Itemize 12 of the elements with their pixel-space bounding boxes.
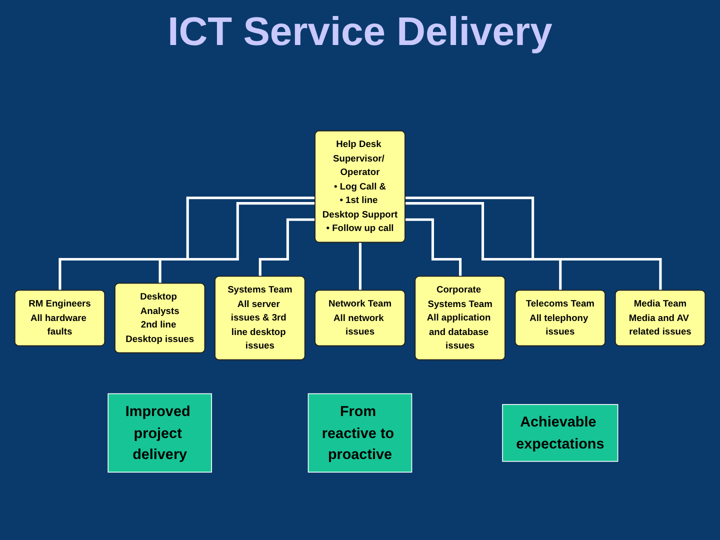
connector (405, 202, 562, 292)
connector (358, 240, 362, 292)
node-box (502, 404, 618, 462)
slide-title: ICT Service Delivery (166, 10, 554, 55)
connector (258, 218, 316, 278)
connector (158, 202, 316, 284)
connector (405, 218, 462, 278)
node-box (308, 392, 412, 472)
org-chart: Help Desk Supervisor/ Operator • Log Call & • 1st line Desktop Support • Follow up call RM Engineers All hardware faults Desktop Analysts 2nd line Desktop issues Systems Team All server issues & 3rd line desktop issues Network Team All network issues Corporate Systems Team All application and database issues Telecoms Team All telephony issues Media Team Media and AV related issues Improved project delivery From reactive to proactive Achievable expectations (8, 124, 712, 478)
node-box (108, 392, 212, 472)
connector (405, 196, 662, 292)
connector (58, 196, 316, 292)
